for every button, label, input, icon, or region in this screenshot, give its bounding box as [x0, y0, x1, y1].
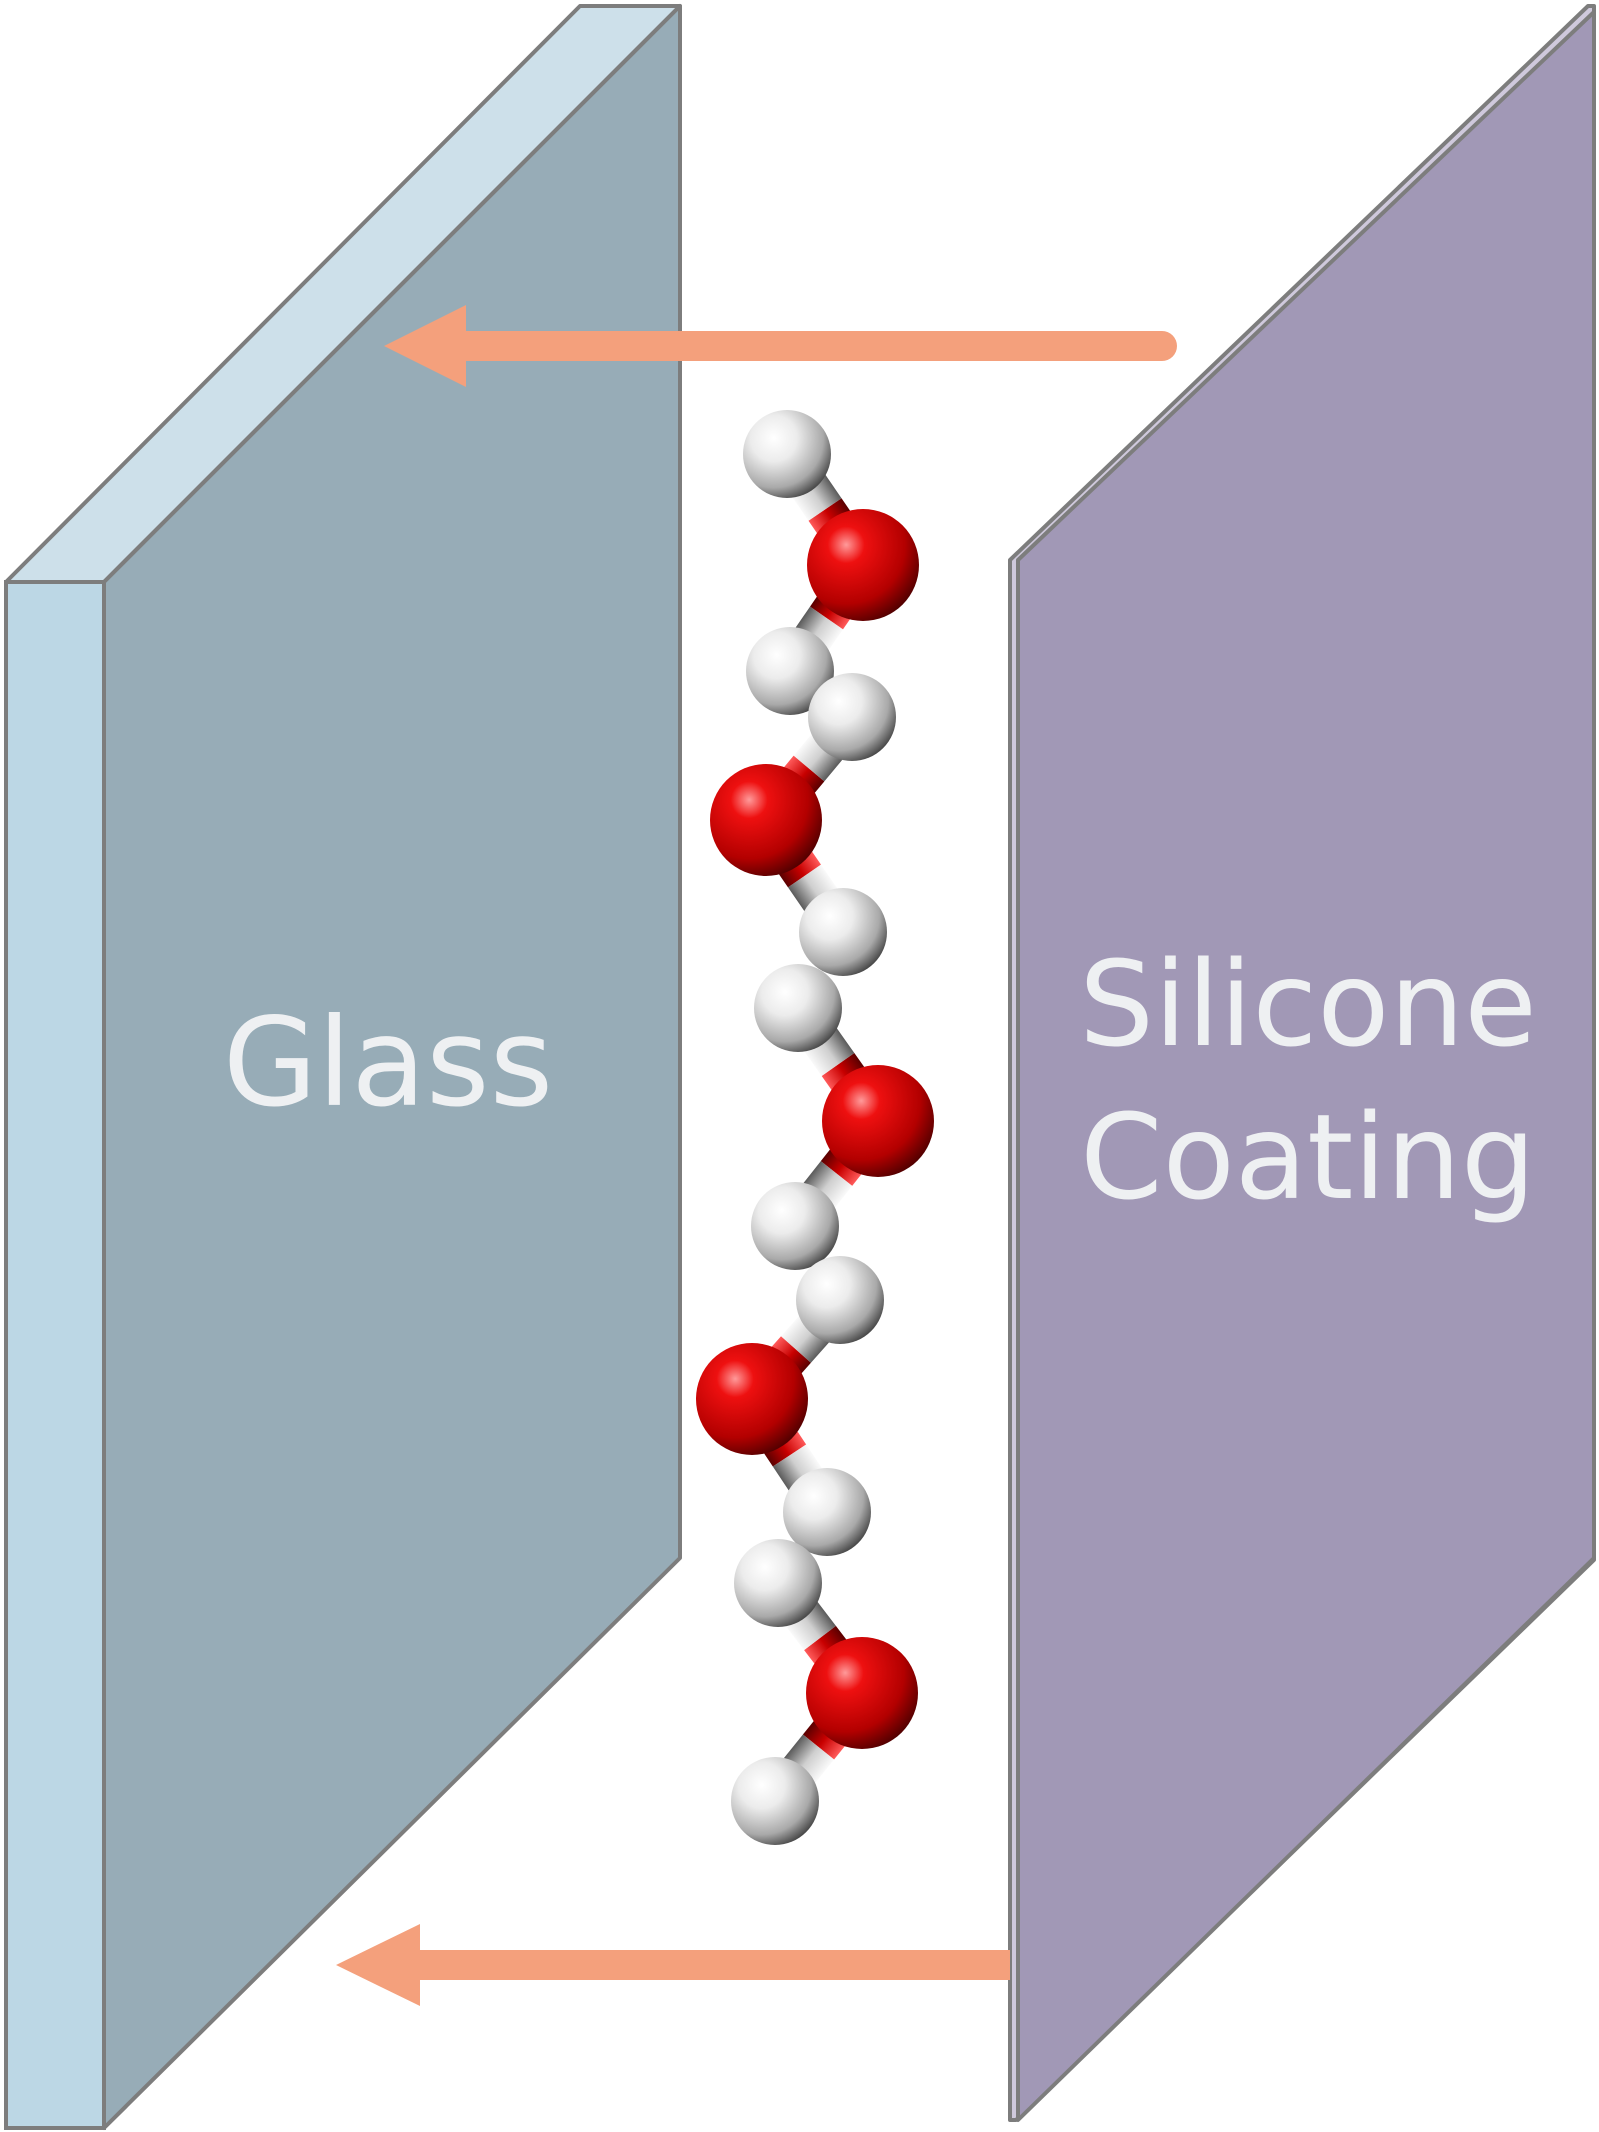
water-molecule	[731, 1539, 918, 1845]
water-molecule-chain	[696, 410, 934, 1845]
hydrogen-atom	[743, 410, 831, 498]
oxygen-atom	[710, 764, 822, 876]
hydrogen-atom	[796, 1256, 884, 1344]
hydrogen-atom	[783, 1468, 871, 1556]
water-molecule	[710, 673, 896, 976]
silicone-label-line1: Silicone	[1079, 935, 1537, 1073]
water-molecule	[743, 410, 919, 715]
hydrogen-atom	[731, 1757, 819, 1845]
water-molecule	[696, 1256, 884, 1556]
silicone-label-line2: Coating	[1080, 1088, 1536, 1226]
glass-panel-side-edge	[4, 580, 106, 2130]
oxygen-atom	[822, 1065, 934, 1177]
water-molecule	[751, 964, 934, 1270]
hydrogen-atom	[808, 673, 896, 761]
glass-panel: Glass	[4, 4, 682, 2130]
hydrogen-atom	[751, 1182, 839, 1270]
oxygen-atom	[807, 509, 919, 621]
hydrogen-atom	[734, 1539, 822, 1627]
bottom-arrowhead	[336, 1924, 420, 2006]
top-arrow	[384, 305, 1177, 387]
hydrogen-atom	[754, 964, 842, 1052]
silicone-panel-face	[1016, 10, 1596, 2122]
top-arrowhead	[384, 305, 466, 387]
bottom-arrow	[336, 1924, 1010, 2006]
hydrogen-atom	[746, 627, 834, 715]
silicone-panel: Silicone Coating	[1008, 4, 1596, 2122]
oxygen-atom	[806, 1637, 918, 1749]
oxygen-atom	[696, 1343, 808, 1455]
glass-label: Glass	[223, 992, 553, 1134]
hydrogen-atom	[799, 888, 887, 976]
